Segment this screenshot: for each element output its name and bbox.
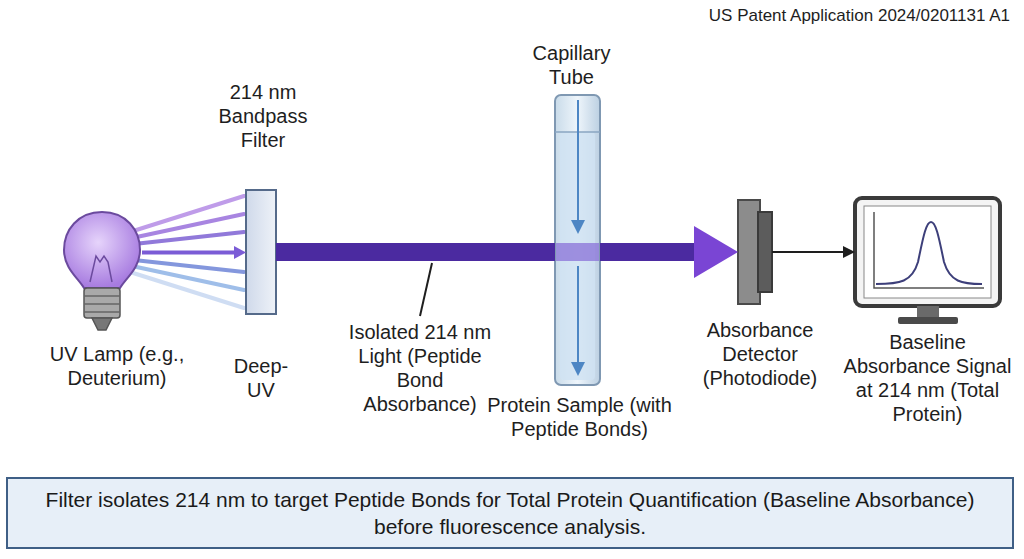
light-ray [142, 246, 246, 259]
uv-lamp [64, 212, 140, 330]
patent-title: US Patent Application 2024/0201131 A1 [709, 6, 1010, 26]
node-label: Deep-UV [230, 354, 292, 402]
detector-node: Absorbance Detector (Photodiode) [738, 200, 772, 304]
capillary-node: Capillary TubeProtein Sample (with Pepti… [555, 95, 600, 385]
monitor-node: Baseline Absorbance Signal at 214 nm (To… [855, 198, 1000, 306]
monitor [855, 198, 1000, 324]
node-label: Baseline Absorbance Signal at 214 nm (To… [843, 330, 1013, 426]
node-label: Capillary Tube [522, 41, 622, 89]
photodiode-detector [738, 200, 772, 304]
caption-text: Filter isolates 214 nm to target Peptide… [8, 486, 1012, 540]
capillary-tube [555, 95, 600, 385]
light-beam [600, 226, 738, 278]
leader-line [420, 263, 432, 316]
bandpass-filter [246, 190, 276, 314]
light-beam [276, 252, 555, 253]
caption-box: Filter isolates 214 nm to target Peptide… [6, 477, 1014, 549]
signal-arrow [772, 246, 855, 258]
beam-label: Isolated 214 nm Light (Peptide Bond Abso… [340, 320, 500, 416]
node-label: 214 nm Bandpass Filter [208, 80, 318, 152]
node-label: UV Lamp (e.g., Deuterium) [37, 342, 197, 390]
node-label: Absorbance Detector (Photodiode) [698, 318, 822, 390]
node-label: Protein Sample (with Peptide Bonds) [475, 393, 685, 441]
light-rays [130, 196, 244, 308]
lamp-node: UV Lamp (e.g., Deuterium) [64, 205, 142, 300]
filter-node: 214 nm Bandpass FilterDeep-UV [246, 190, 276, 314]
